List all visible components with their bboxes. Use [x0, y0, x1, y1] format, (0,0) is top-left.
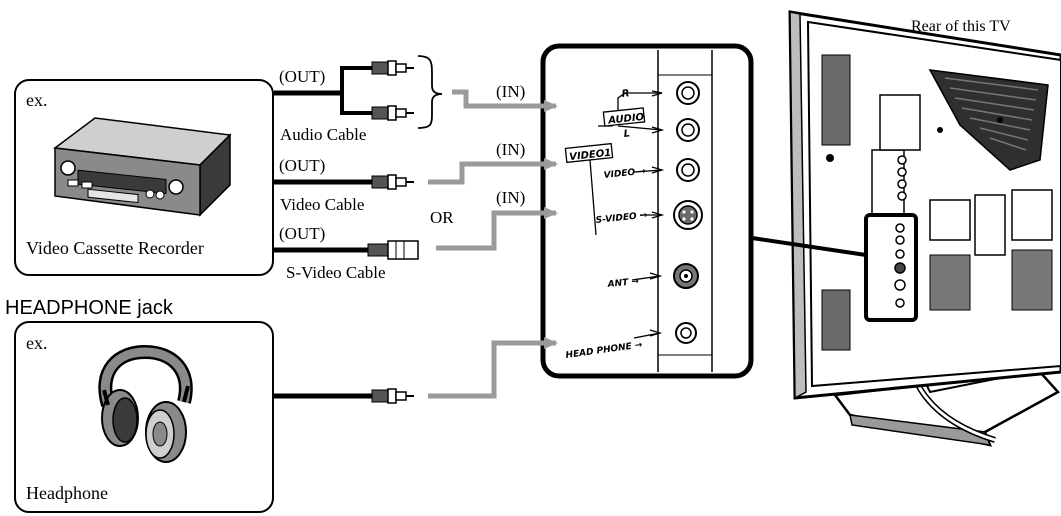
cables: [270, 66, 372, 399]
video-plug: [371, 174, 414, 190]
headphone-ex-label: ex.: [26, 333, 48, 353]
s-video-in-label: (IN): [496, 188, 525, 207]
headphone-jack: [675, 322, 697, 344]
headphone-box: [14, 321, 274, 513]
headphone-plug: [371, 388, 414, 404]
vcr-ex-label: ex.: [26, 90, 48, 110]
video-in-label: (IN): [496, 140, 525, 159]
vcr-icon: [53, 117, 232, 217]
audio-in-label: (IN): [496, 82, 525, 101]
video-jack: [676, 158, 700, 182]
audio-cable-label: Audio Cable: [280, 125, 366, 144]
headphone-caption: Headphone: [26, 483, 108, 503]
audio-plug-r: [371, 60, 414, 76]
panel-label-video: VIDEO →: [603, 167, 647, 181]
ant-jack: [673, 263, 699, 289]
s-video-in-arrow: [436, 207, 558, 251]
rear-of-tv-label: Rear of this TV: [911, 18, 1011, 35]
headphone-arrow: [428, 337, 558, 399]
panel-label-r: R: [621, 88, 630, 100]
terminal-panel: [540, 43, 754, 379]
panel-label-l: L: [623, 128, 630, 140]
zoom-connector-line: [751, 236, 867, 257]
or-label: OR: [430, 208, 454, 227]
s-video-plug: [367, 240, 419, 260]
video-out-label: (OUT): [279, 156, 325, 175]
audio-out-label: (OUT): [279, 67, 325, 86]
audio-in-arrow: [452, 89, 558, 112]
headphone-icon: [98, 344, 193, 463]
tv-terminal-highlight: [864, 213, 918, 322]
panel-label-audio: AUDIO: [607, 112, 645, 127]
panel-label-ant: ANT →: [606, 277, 640, 290]
audio-brace: [417, 55, 443, 129]
s-video-out-label: (OUT): [279, 224, 325, 243]
headphone-jack-title: HEADPHONE jack: [5, 297, 174, 319]
audio-r-jack: [676, 81, 700, 105]
audio-plug-l: [371, 105, 414, 121]
s-video-cable-label: S-Video Cable: [286, 263, 386, 282]
s-video-jack: [673, 200, 703, 230]
panel-label-video1: VIDEO1: [569, 148, 612, 163]
video-in-arrow: [428, 158, 558, 185]
vcr-caption: Video Cassette Recorder: [26, 238, 204, 258]
signal-arrows: [428, 89, 558, 399]
tv-rear-illustration: [788, 10, 1061, 447]
audio-l-jack: [676, 118, 700, 142]
video-cable-label: Video Cable: [280, 195, 364, 214]
